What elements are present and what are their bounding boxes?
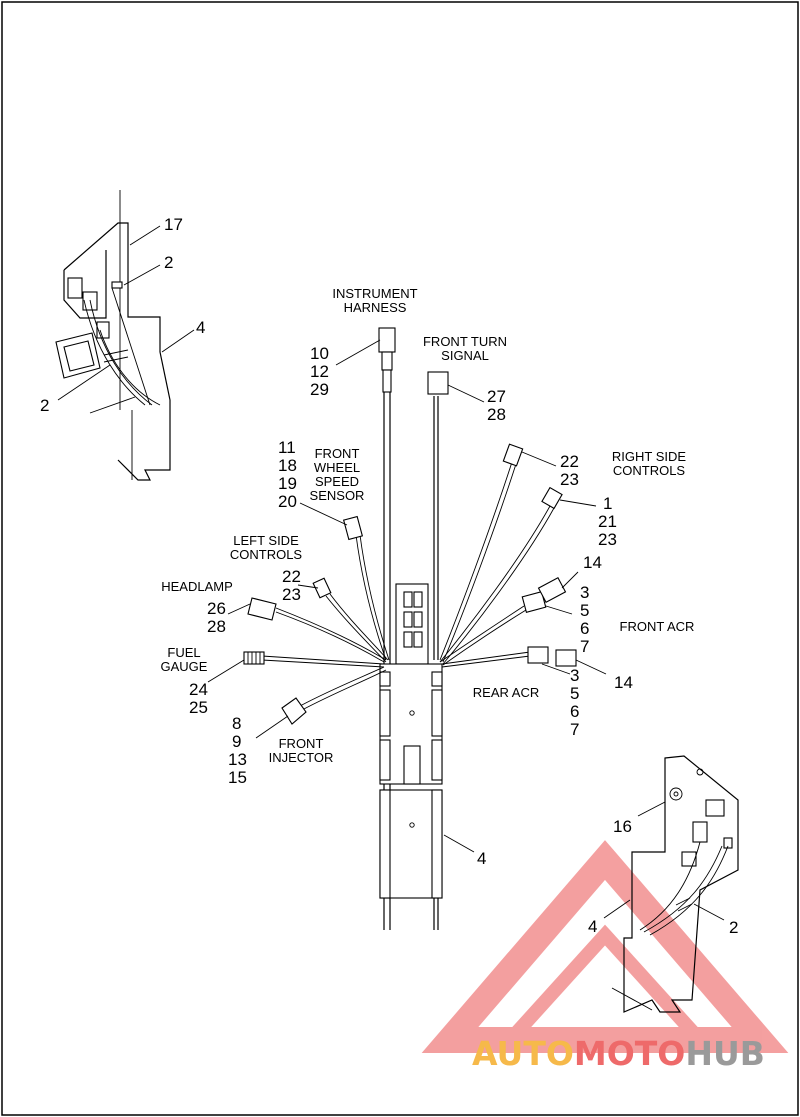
right-controls-connector-a (502, 443, 524, 467)
label-fuel-gauge-1: FUEL (167, 645, 200, 660)
label-front-wheel-2: WHEEL (314, 460, 360, 475)
callout-injector-4: 15 (228, 768, 247, 787)
callout-injector-1: 8 (232, 714, 241, 733)
callout-rear-acr-14: 14 (614, 673, 633, 692)
front-turn-signal-connector (427, 371, 449, 395)
callout-wheel-1: 11 (278, 438, 296, 457)
callout-front-acr-2: 5 (580, 601, 589, 620)
callout-4-inset-right: 4 (588, 917, 597, 936)
callout-rear-acr-1: 3 (570, 666, 579, 685)
label-front-wheel-1: FRONT (315, 446, 360, 461)
label-instrument-harness-1: INSTRUMENT (332, 286, 417, 301)
callout-front-acr-14: 14 (583, 553, 602, 572)
callout-lc-2: 23 (282, 585, 301, 604)
fuel-gauge-connector (243, 651, 265, 665)
rear-acr-connector-mate (555, 649, 577, 667)
watermark-logo (421, 840, 789, 1053)
left-controls-connector (312, 577, 332, 599)
callout-front-acr-1: 3 (580, 583, 589, 602)
label-front-turn-signal-1: FRONT TURN (423, 334, 507, 349)
label-front-turn-signal-2: SIGNAL (441, 348, 489, 363)
callout-rc-b-2: 21 (598, 512, 617, 531)
callout-instrument-1: 10 (310, 344, 329, 363)
front-injector-connector (281, 697, 307, 725)
front-acr-connector (521, 591, 547, 613)
callout-headlamp-2: 28 (207, 617, 226, 636)
callout-turn-2: 28 (487, 405, 506, 424)
callout-injector-3: 13 (228, 750, 247, 769)
label-front-injector-1: FRONT (279, 736, 324, 751)
callout-rc-a-1: 22 (560, 452, 579, 471)
watermark-triangle (421, 840, 789, 1053)
callout-wheel-4: 20 (278, 492, 297, 511)
callout-rear-acr-4: 7 (570, 720, 579, 739)
label-headlamp: HEADLAMP (161, 579, 233, 594)
callout-2-inset-bottom: 2 (40, 396, 49, 415)
callout-wheel-3: 19 (278, 474, 297, 493)
callout-16: 16 (613, 817, 632, 836)
label-right-controls-1: RIGHT SIDE (612, 449, 686, 464)
label-fuel-gauge-2: GAUGE (161, 659, 208, 674)
labels: INSTRUMENT HARNESS FRONT TURN SIGNAL FRO… (161, 286, 695, 765)
label-rear-acr: REAR ACR (473, 685, 539, 700)
callout-instrument-2: 12 (310, 362, 329, 381)
watermark-inner-triangle (494, 924, 716, 1047)
main-harness-trunk (378, 327, 449, 930)
callout-injector-2: 9 (232, 732, 241, 751)
callout-lc-1: 22 (282, 567, 301, 586)
callout-rc-b-1: 1 (603, 494, 612, 513)
label-instrument-harness-2: HARNESS (344, 300, 407, 315)
callout-rear-acr-3: 6 (570, 702, 579, 721)
callout-2-inset-top: 2 (164, 253, 173, 272)
callout-rc-a-2: 23 (560, 470, 579, 489)
label-front-injector-2: INJECTOR (269, 750, 334, 765)
callout-instrument-3: 29 (310, 380, 329, 399)
wheel-speed-sensor-connector (342, 515, 364, 541)
callout-17: 17 (164, 215, 183, 234)
callout-fuel-1: 24 (189, 680, 208, 699)
label-left-controls-2: CONTROLS (230, 547, 303, 562)
watermark-moto: MOTO (574, 1034, 685, 1073)
callout-fuel-2: 25 (189, 698, 208, 717)
callout-front-acr-4: 7 (580, 637, 589, 656)
watermark-hub: HUB (685, 1034, 765, 1073)
callout-rear-acr-2: 5 (570, 684, 579, 703)
label-front-wheel-4: SENSOR (310, 488, 365, 503)
callout-turn-1: 27 (487, 387, 506, 406)
callout-front-acr-3: 6 (580, 619, 589, 638)
left-inset-drawing (55, 190, 195, 481)
callout-wheel-2: 18 (278, 456, 297, 475)
label-left-controls-1: LEFT SIDE (233, 533, 299, 548)
harness-branches (243, 443, 577, 725)
label-right-controls-2: CONTROLS (613, 463, 686, 478)
label-front-acr: FRONT ACR (620, 619, 695, 634)
watermark-auto: AUTO (472, 1034, 574, 1073)
label-front-wheel-3: SPEED (315, 474, 359, 489)
callout-numbers: 17 2 4 2 10 12 29 27 28 11 18 19 20 22 2… (40, 215, 738, 937)
svg-text:AUTOMOTOHUB: AUTOMOTOHUB (472, 1034, 765, 1073)
right-controls-connector-b (541, 486, 563, 510)
instrument-harness-connector (378, 327, 396, 353)
front-acr-connector-mate (537, 577, 567, 603)
right-inset-drawing (603, 755, 739, 1013)
callout-4-center: 4 (477, 849, 486, 868)
callout-4-inset-left: 4 (196, 318, 205, 337)
rear-acr-connector (527, 646, 549, 664)
watermark-text: AUTOMOTOHUB (472, 1034, 765, 1073)
leader-lines (207, 339, 607, 853)
headlamp-connector (247, 597, 277, 621)
callout-headlamp-1: 26 (207, 599, 226, 618)
callout-2-inset-right: 2 (729, 918, 738, 937)
callout-rc-b-3: 23 (598, 530, 617, 549)
